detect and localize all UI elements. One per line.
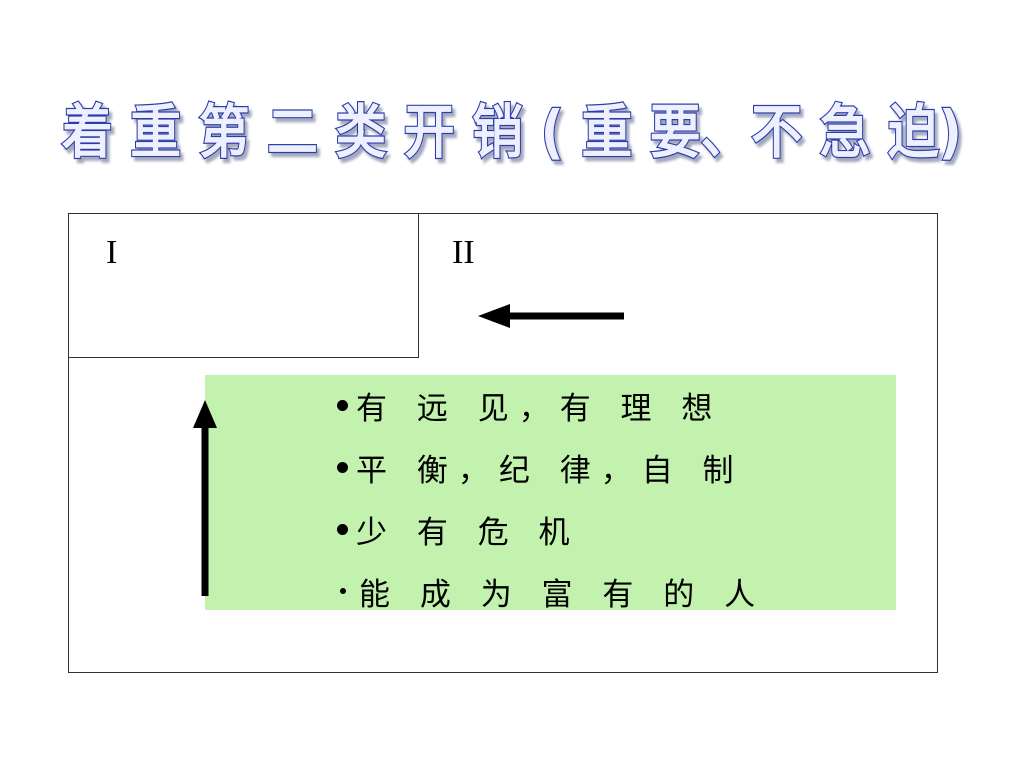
list-item: 能 成 为 富 有 的 人 (337, 560, 765, 622)
quadrant-1-label: I (106, 234, 118, 271)
bullet-dot-icon (340, 588, 346, 594)
quadrant-1-box (68, 213, 419, 358)
bullet-text: 能 成 为 富 有 的 人 (359, 576, 766, 613)
slide-title: 着 重 第 二 类 开 销 ( 重 要、不 急 迫) (40, 88, 984, 168)
arrow-up-icon (193, 400, 217, 596)
bullet-dot-icon (337, 523, 348, 535)
list-item: 有 远 见，有 理 想 (337, 374, 765, 436)
quadrant-2-label: II (452, 234, 475, 271)
quadrant-2-highlight-panel (205, 375, 896, 610)
bullet-text: 平 衡，纪 律，自 制 (356, 452, 744, 489)
arrow-left-icon (478, 304, 624, 328)
bullet-dot-icon (337, 461, 348, 473)
bullet-text: 有 远 见，有 理 想 (356, 390, 723, 427)
matrix-outer-frame (68, 213, 938, 673)
bullet-text: 少 有 危 机 (356, 514, 580, 551)
bullet-dot-icon (337, 399, 348, 411)
list-item: 平 衡，纪 律，自 制 (337, 436, 765, 498)
slide-title-text: 着 重 第 二 类 开 销 ( 重 要、不 急 迫) (62, 98, 962, 166)
list-item: 少 有 危 机 (337, 498, 765, 560)
bullet-list: 有 远 见，有 理 想 平 衡，纪 律，自 制 少 有 危 机 能 成 为 富 … (337, 374, 765, 622)
